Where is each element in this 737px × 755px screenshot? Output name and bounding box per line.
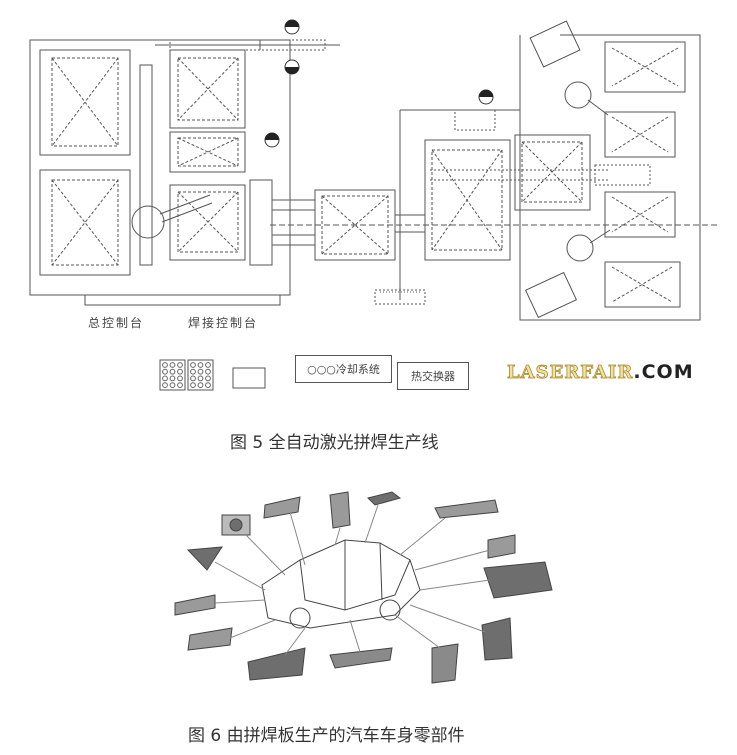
legend-dot xyxy=(169,368,176,375)
cooling-system-box: ○○○冷却系统 xyxy=(295,355,392,383)
heat-exchanger-box: 热交换器 xyxy=(397,362,469,390)
stack-panel-1 xyxy=(604,41,686,93)
main-console-label: 总控制台 xyxy=(88,316,145,330)
clamp-block xyxy=(249,179,273,266)
station-panel-2 xyxy=(39,169,131,276)
bottom-conveyor xyxy=(84,294,281,306)
cell-frame xyxy=(29,39,291,296)
stack-panel-3 xyxy=(604,191,676,238)
legend-dot xyxy=(169,382,176,389)
legend-dot xyxy=(162,362,168,368)
rail xyxy=(139,64,153,266)
station-panel-4 xyxy=(169,131,246,173)
legend-dot xyxy=(190,368,196,375)
legend-dot xyxy=(177,368,183,375)
legend-dot xyxy=(169,375,176,382)
legend-grid-1 xyxy=(159,359,186,391)
figure6-caption: 图 6 由拼焊板生产的汽车车身零部件 xyxy=(188,726,465,746)
legend-dot xyxy=(177,362,183,368)
transfer-station xyxy=(424,139,511,261)
legend-dot xyxy=(190,375,196,382)
legend-dot xyxy=(205,368,211,375)
legend-dot xyxy=(205,375,211,382)
station-panel-1 xyxy=(39,49,131,156)
legend-dot xyxy=(205,362,211,368)
legend-dot xyxy=(177,382,183,389)
stack-panel-2 xyxy=(604,111,676,158)
watermark-suffix: .COM xyxy=(633,361,694,383)
tilted-panel-top xyxy=(529,20,581,68)
legend-dot xyxy=(190,362,196,368)
legend-grid-2 xyxy=(187,359,214,391)
legend-dot xyxy=(169,362,176,368)
welding-console-label: 焊接控制台 xyxy=(188,316,259,330)
legend-dot xyxy=(197,382,204,389)
legend-dot xyxy=(197,375,204,382)
weld-station xyxy=(169,184,246,261)
legend-dot xyxy=(162,368,168,375)
stack-panel-4 xyxy=(604,261,681,308)
legend-dot xyxy=(190,382,196,389)
robot-base xyxy=(131,205,165,239)
tilted-panel-bottom xyxy=(524,271,578,319)
robot-right-1 xyxy=(564,81,592,109)
legend-battery xyxy=(232,367,266,389)
legend-dot xyxy=(162,375,168,382)
legend-dot xyxy=(177,375,183,382)
figure5-caption: 图 5 全自动激光拼焊生产线 xyxy=(230,433,439,453)
right-station xyxy=(514,134,591,211)
laserfair-watermark: LASERFAIR.COM xyxy=(507,361,694,383)
legend-dot xyxy=(205,382,211,389)
robot-right-2 xyxy=(566,234,594,262)
legend-dot xyxy=(162,382,168,389)
legend-dot xyxy=(197,362,204,368)
station-inner-1 xyxy=(51,57,119,147)
legend-dot xyxy=(197,368,204,375)
watermark-brand: LASERFAIR xyxy=(507,362,634,384)
